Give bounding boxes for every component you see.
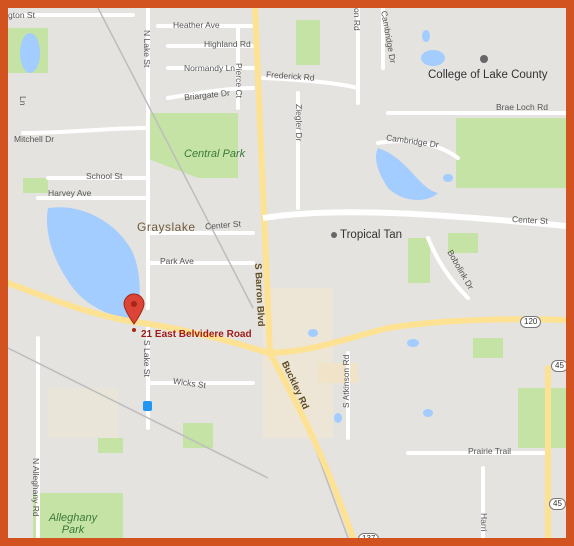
railroad [97, 8, 254, 309]
street-label-partial: on Rd [352, 8, 362, 31]
park-area [448, 233, 478, 253]
railroad [8, 347, 269, 479]
street-label-s-lake: S Lake St [142, 340, 152, 377]
street-label-brae-loch: Brae Loch Rd [496, 102, 548, 112]
park-area [98, 438, 123, 453]
marker-base [132, 328, 136, 332]
land-block [318, 363, 358, 383]
street-label-ziegler: Ziegler Dr [294, 104, 304, 142]
pond [422, 30, 430, 42]
street-label-school: School St [86, 171, 123, 181]
park-area [518, 388, 566, 448]
road [426, 236, 470, 300]
pond [20, 33, 40, 73]
route-shield-137: 137 [358, 533, 380, 538]
pond [308, 329, 318, 337]
map-canvas[interactable] [8, 8, 566, 538]
route-shield-120: 120 [520, 316, 542, 328]
road [261, 76, 360, 90]
buckley-rd [267, 350, 356, 538]
road [21, 126, 150, 135]
college-icon[interactable] [480, 55, 488, 63]
land-block [48, 388, 118, 438]
pond [376, 148, 438, 200]
park-area [456, 118, 566, 188]
park-area [473, 338, 503, 358]
street-label-center-east: Center St [511, 214, 549, 226]
street-label-pierce: Pierce Ct [234, 63, 244, 98]
street-label-ln: Ln [18, 96, 28, 106]
street-label-barron: S Barron Blvd [252, 262, 267, 327]
parks-layer [8, 20, 566, 538]
barron-blvd [252, 8, 273, 356]
street-label-mitchell: Mitchell Dr [14, 134, 55, 144]
park-area [23, 178, 48, 193]
pond [407, 339, 419, 347]
route-shield-45-b: 45 [549, 498, 566, 510]
street-label-park-ave: Park Ave [160, 256, 194, 266]
poi-label-college[interactable]: College of Lake County [428, 69, 548, 81]
street-label-atkinson: S Atkinson Rd [341, 354, 351, 408]
park-label-central: Central Park [184, 148, 246, 160]
street-label-highland: Highland Rd [204, 39, 251, 49]
train-station-icon[interactable] [143, 401, 152, 411]
park-area [183, 423, 213, 448]
lake [47, 207, 140, 319]
town-label: Grayslake [137, 220, 196, 234]
park-label-alleghany: Alleghany Park [48, 512, 98, 536]
tropical-tan-dot[interactable] [331, 232, 337, 238]
pond [423, 409, 433, 417]
park-area-alleghany [33, 493, 123, 538]
major-roads [8, 8, 566, 538]
street-label-alleghany: N Alleghany Rd [31, 458, 41, 517]
street-label-n-lake: N Lake St [142, 30, 152, 68]
pond [421, 50, 445, 66]
park-area-central [146, 113, 238, 178]
pond [334, 413, 342, 423]
park-area [296, 20, 320, 65]
location-marker[interactable] [123, 293, 145, 332]
street-label-prairie: Prairie Trail [468, 446, 511, 456]
marker-label[interactable]: 21 East Belvidere Road [141, 329, 252, 340]
route-shield-45-a: 45 [551, 360, 566, 372]
water-layer [20, 30, 453, 423]
park-area [408, 238, 430, 283]
street-label-normandy: Normandy Ln [184, 63, 236, 73]
poi-label-tropical-tan[interactable]: Tropical Tan [340, 229, 403, 241]
street-label-harris: Harri [479, 513, 489, 532]
minor-roads [8, 8, 566, 538]
road [166, 86, 255, 100]
center-st [262, 209, 566, 229]
road [376, 139, 460, 160]
street-label-heather: Heather Ave [173, 20, 220, 30]
marker-dot [131, 301, 137, 307]
street-label-washington: gton St [8, 10, 35, 20]
pond [443, 174, 453, 182]
street-label-harvey: Harvey Ave [48, 188, 92, 198]
marker-pin[interactable] [123, 293, 145, 325]
